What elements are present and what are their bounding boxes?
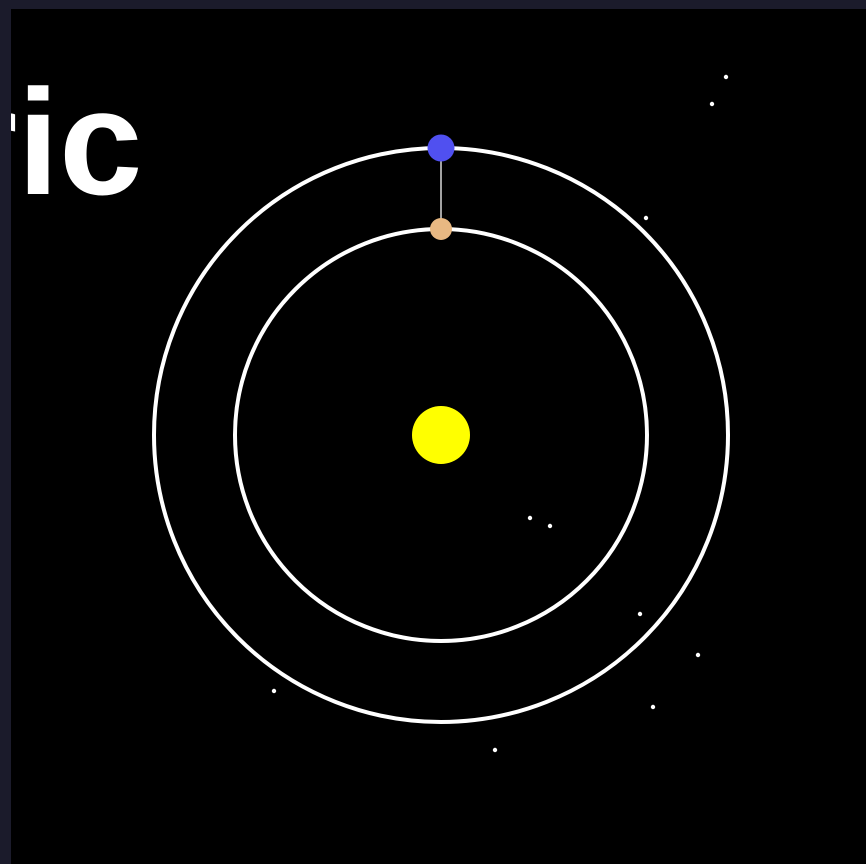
- star: [696, 653, 700, 657]
- star: [548, 524, 552, 528]
- outer-planet-icon: [428, 135, 455, 162]
- star-field: [272, 75, 728, 752]
- star: [272, 689, 276, 693]
- star: [528, 516, 532, 520]
- star: [493, 748, 497, 752]
- sun-icon: [412, 406, 470, 464]
- star: [644, 216, 648, 220]
- star: [710, 102, 714, 106]
- star: [651, 705, 655, 709]
- star: [638, 612, 642, 616]
- space-canvas: ric: [11, 9, 866, 864]
- inner-planet-icon: [430, 218, 452, 240]
- star: [724, 75, 728, 79]
- orbit-diagram: [11, 9, 866, 864]
